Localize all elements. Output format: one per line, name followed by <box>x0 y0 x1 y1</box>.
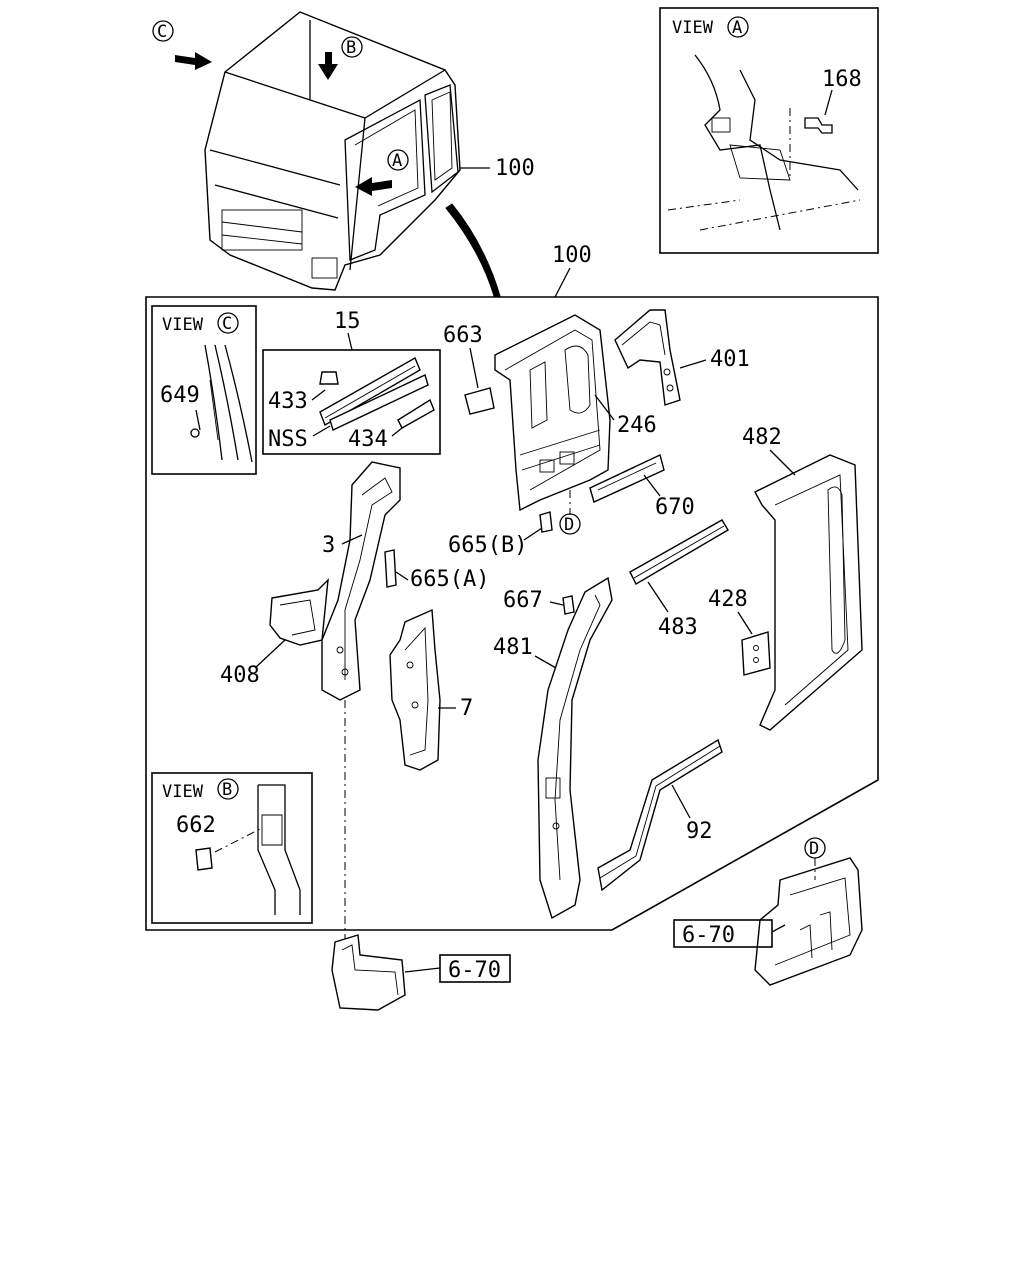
part-246-back-panel: 663 246 D 665(B) <box>443 314 657 558</box>
callout-482: 482 <box>742 425 782 450</box>
callout-401: 401 <box>710 347 750 372</box>
view-b-title: VIEW <box>162 782 204 802</box>
part-670: 670 <box>589 454 695 520</box>
view-c-inset: VIEW C 649 <box>151 305 257 475</box>
reference-6-70-right: D 6-70 <box>673 837 863 986</box>
callout-nss: NSS <box>268 427 308 452</box>
callout-168: 168 <box>822 67 862 92</box>
callout-428: 428 <box>708 587 748 612</box>
callout-483: 483 <box>658 615 698 640</box>
callout-408: 408 <box>220 663 260 688</box>
view-a-title: VIEW <box>672 18 714 38</box>
part-92: 92 <box>597 738 723 892</box>
view-b-inset: VIEW B 662 <box>151 772 313 924</box>
callout-663: 663 <box>443 323 483 348</box>
part-7: 7 <box>389 608 473 771</box>
view-a-inset: VIEW A 168 <box>659 7 879 254</box>
callout-3: 3 <box>322 533 335 558</box>
callout-433: 433 <box>268 389 308 414</box>
part-428: 428 <box>708 587 771 676</box>
view-b-letter: B <box>222 780 232 800</box>
part-483: 483 <box>629 519 729 640</box>
part-482-rear-panel: 482 <box>742 425 863 731</box>
ref-6-70-right: 6-70 <box>682 923 735 948</box>
part-481-rear-pillar: 481 667 <box>493 576 613 920</box>
marker-d-ref: D <box>809 839 819 859</box>
callout-100-group: 100 <box>552 243 592 268</box>
callout-649: 649 <box>160 383 200 408</box>
callout-481: 481 <box>493 635 533 660</box>
view-a-letter: A <box>732 18 742 38</box>
marker-c: C <box>157 22 167 42</box>
part-408: 408 <box>220 578 329 688</box>
view-arrow-a: A <box>355 149 409 196</box>
marker-d-main: D <box>564 515 574 535</box>
callout-7: 7 <box>460 696 473 721</box>
part-401: 401 <box>614 309 750 406</box>
main-group-outline: 100 <box>145 243 879 931</box>
callout-670: 670 <box>655 495 695 520</box>
callout-92: 92 <box>686 819 713 844</box>
view-c-letter: C <box>222 314 232 334</box>
part-15-inset: 15 433 NSS 434 <box>262 309 441 455</box>
truck-cab-illustration <box>204 11 501 297</box>
marker-a: A <box>392 151 402 171</box>
callout-246: 246 <box>617 413 657 438</box>
callout-15: 15 <box>334 309 361 334</box>
part-3-front-pillar: 3 665(A) <box>321 461 489 940</box>
marker-b: B <box>346 38 356 58</box>
ref-6-70-left: 6-70 <box>448 958 501 983</box>
callout-662: 662 <box>176 813 216 838</box>
callout-100-top: 100 <box>495 156 535 181</box>
callout-665b: 665(B) <box>448 533 527 558</box>
callout-665a: 665(A) <box>410 567 489 592</box>
view-arrow-b: B <box>318 36 363 80</box>
view-c-title: VIEW <box>162 315 204 335</box>
reference-6-70-left: 6-70 <box>331 934 511 1011</box>
callout-667: 667 <box>503 588 543 613</box>
view-arrow-c: C <box>152 20 212 70</box>
callout-434: 434 <box>348 427 388 452</box>
